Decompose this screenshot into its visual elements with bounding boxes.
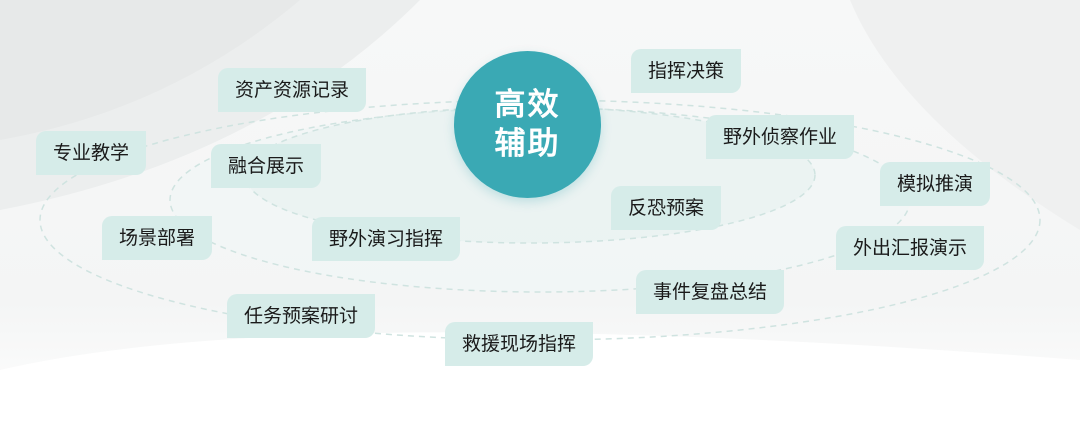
tag-task-plan-study: 任务预案研讨 [227,294,376,338]
tag-field-recon: 野外侦察作业 [706,115,855,159]
tag-fusion-display: 融合展示 [211,144,322,188]
tag-counter-terror-plan: 反恐预案 [611,186,722,230]
tag-event-review: 事件复盘总结 [636,270,785,314]
tag-field-exercise: 野外演习指挥 [312,217,461,261]
tag-rescue-command: 救援现场指挥 [445,322,594,366]
tag-asset-records: 资产资源记录 [218,68,367,112]
tag-report-demo: 外出汇报演示 [836,226,985,270]
tag-simulation: 模拟推演 [880,162,991,206]
center-hub: 高效 辅助 [454,51,601,198]
hub-line-2: 辅助 [494,125,561,162]
hub-line-1: 高效 [494,86,561,123]
tag-command-decision: 指挥决策 [631,49,742,93]
tag-professional-teaching: 专业教学 [36,131,147,175]
tag-scene-deploy: 场景部署 [102,216,213,260]
